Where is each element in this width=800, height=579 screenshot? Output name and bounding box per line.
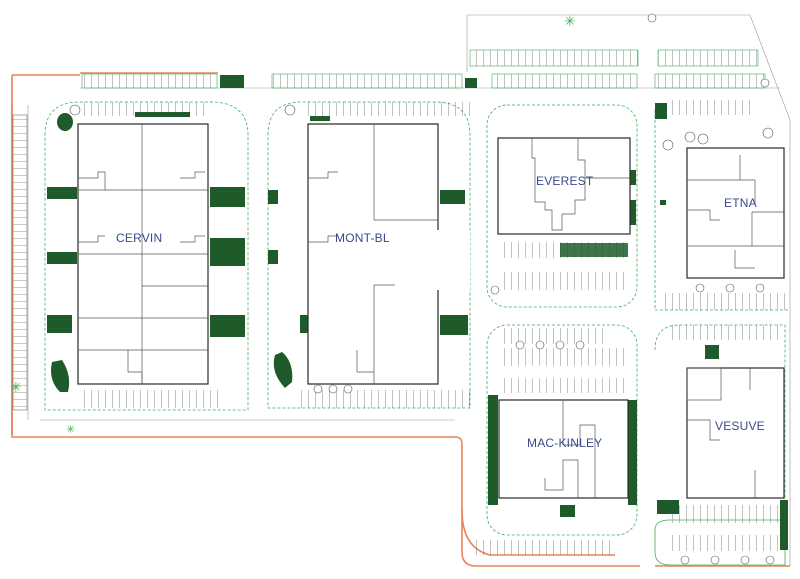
- mont-blanc-block: [267, 101, 471, 409]
- building-label-cervin: CERVIN: [116, 231, 163, 245]
- etna-block: [654, 100, 790, 311]
- svg-text:✳: ✳: [10, 380, 22, 396]
- building-label-mont-blanc: MONT-BL: [335, 231, 390, 245]
- mont-blanc-building: [307, 123, 439, 385]
- svg-text:✳: ✳: [564, 14, 576, 30]
- everest-building: [497, 137, 631, 235]
- vesuve-building: [686, 367, 785, 499]
- building-label-everest: EVEREST: [536, 174, 594, 188]
- mac-kinley-block: [461, 324, 638, 556]
- svg-text:✳: ✳: [66, 423, 75, 436]
- mac-kinley-building: [498, 399, 629, 499]
- trees: [69, 13, 775, 565]
- vesuve-block: [654, 324, 788, 566]
- etna-building: [686, 147, 785, 279]
- parking-north-1: [81, 73, 218, 89]
- parking-north-4: [654, 73, 766, 89]
- building-label-mac-kinley: MAC-KINLEY: [527, 436, 603, 450]
- cervin-block: [44, 101, 249, 411]
- parking-north-6: [657, 49, 759, 67]
- everest-block: [486, 104, 638, 308]
- property-line: [11, 14, 791, 567]
- parking-north-3: [491, 73, 638, 89]
- building-label-vesuve: VESUVE: [715, 419, 765, 433]
- parking-north-5: [469, 49, 639, 67]
- building-label-etna: ETNA: [724, 196, 757, 210]
- parking-west: [12, 114, 28, 411]
- parking-north-2: [271, 73, 463, 89]
